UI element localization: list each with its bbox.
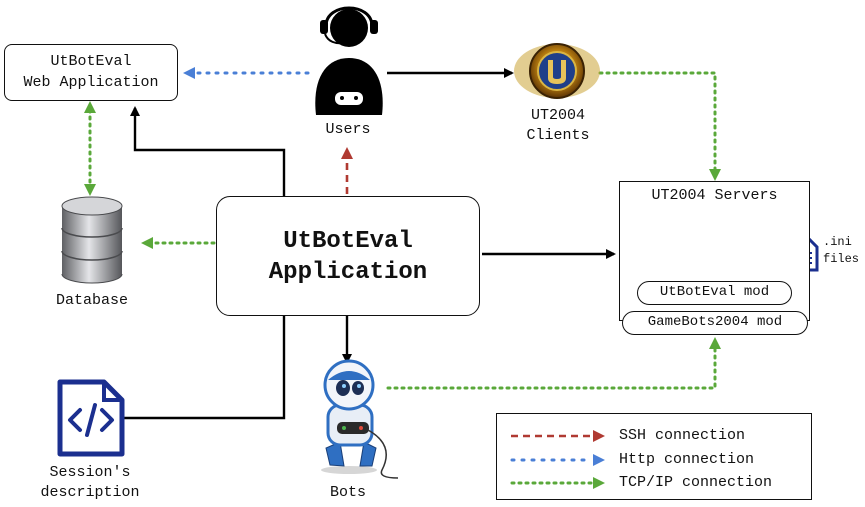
main-app-subtitle: Application <box>268 259 428 286</box>
bots-to-servers-tcp-arrow <box>386 337 721 390</box>
unreal-logo-icon <box>514 43 600 99</box>
servers-title: UT2004 Servers <box>651 187 778 204</box>
legend-http-label: Http connection <box>619 451 755 468</box>
utboteval-mod-box: UtBotEval mod <box>637 281 792 305</box>
bots-label: Bots <box>329 484 366 501</box>
session-label-line1: Session's <box>49 464 131 481</box>
session-label-line2: description <box>40 484 140 501</box>
utboteval-mod-label: UtBotEval mod <box>659 284 770 300</box>
clients-label-line2: Clients <box>526 127 590 144</box>
servers-files-ini: .ini <box>823 235 852 249</box>
servers-files-label: files <box>823 252 860 266</box>
web-app-subtitle: Web Application <box>23 74 159 91</box>
legend-tcp-swatch <box>510 477 605 489</box>
legend-ssh-swatch <box>511 430 605 442</box>
session-to-app-line <box>122 316 286 420</box>
clients-label-line1: UT2004 <box>530 107 585 124</box>
clients-to-servers-tcp-arrow <box>598 71 721 181</box>
database-label: Database <box>55 292 128 309</box>
robot-icon <box>321 359 399 479</box>
database-icon <box>61 196 123 284</box>
legend-ssh-label: SSH connection <box>619 427 746 444</box>
gamebots-mod-label: GameBots2004 mod <box>647 314 783 330</box>
users-label: Users <box>325 121 371 138</box>
legend-http-swatch <box>510 454 605 466</box>
code-file-icon <box>57 379 125 457</box>
web-app-title: UtBotEval <box>50 53 132 70</box>
legend-tcp-label: TCP/IP connection <box>619 474 773 491</box>
web-app-box: UtBotEval Web Application <box>4 44 178 101</box>
app-to-webapp-arrow <box>130 106 286 196</box>
legend-box: SSH connection Http connection TCP/IP co… <box>496 413 812 500</box>
main-app-title: UtBotEval <box>283 228 413 255</box>
headset-user-icon <box>315 6 383 115</box>
main-app-box: UtBotEval Application <box>216 196 480 316</box>
gamebots-mod-box: GameBots2004 mod <box>622 311 808 335</box>
